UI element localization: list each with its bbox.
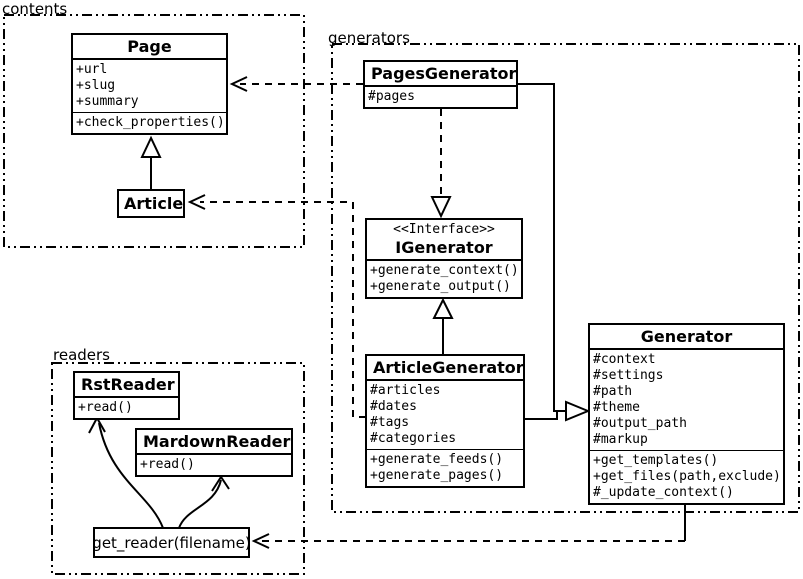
class-page-attributes: +url +slug +summary: [73, 60, 226, 112]
class-article: Article: [117, 189, 185, 218]
inheritance-articlegenerator-to-igenerator: [432, 297, 454, 355]
attribute: #categories: [370, 431, 457, 446]
attribute: +url: [76, 62, 108, 77]
class-articlegenerator: ArticleGenerator #articles #dates #tags …: [365, 354, 525, 488]
attribute: #pages: [368, 89, 415, 104]
class-mardownreader-title: MardownReader: [137, 430, 291, 455]
dependency-generator-to-getreader: [251, 503, 686, 549]
class-generator-title: Generator: [590, 325, 783, 350]
attribute: #settings: [593, 368, 664, 383]
package-contents-border: [3, 14, 305, 248]
realization-pagesgenerator-to-igenerator: [430, 109, 452, 219]
attribute: #dates: [370, 399, 417, 414]
method: #_update_context(): [593, 485, 734, 500]
class-page-title: Page: [73, 35, 226, 60]
class-rstreader-methods: +read(): [75, 398, 178, 418]
dependency-pagesgenerator-to-page: [229, 76, 363, 92]
class-igenerator-title: <<Interface>> IGenerator: [367, 220, 521, 261]
class-generator: Generator #context #settings #path #them…: [588, 323, 785, 505]
attribute: +slug: [76, 78, 116, 93]
method: +generate_output(): [370, 279, 511, 294]
class-igenerator-methods: +generate_context() +generate_output(): [367, 261, 521, 297]
class-igenerator-stereotype: <<Interface>>: [393, 222, 495, 237]
class-rstreader-title: RstReader: [75, 373, 178, 398]
inheritance-generators-to-generator: [518, 83, 591, 422]
package-generators-label: generators: [328, 29, 410, 47]
inheritance-article-to-page: [140, 135, 162, 190]
class-page-methods: +check_properties(): [73, 112, 226, 133]
package-contents-label: contents: [2, 0, 68, 18]
arrow-getreader-to-mardownreader: [178, 475, 230, 529]
attribute: #output_path: [593, 416, 687, 431]
class-pagesgenerator-attributes: #pages: [365, 87, 516, 107]
method: +check_properties(): [76, 115, 225, 130]
class-articlegenerator-attributes: #articles #dates #tags #categories: [367, 381, 523, 449]
method: +read(): [78, 400, 133, 415]
class-page: Page +url +slug +summary +check_properti…: [71, 33, 228, 135]
class-articlegenerator-title: ArticleGenerator: [367, 356, 524, 381]
attribute: #articles: [370, 383, 441, 398]
class-article-title: Article: [124, 194, 184, 213]
package-readers-label: readers: [53, 346, 110, 364]
class-pagesgenerator: PagesGenerator #pages: [363, 60, 518, 109]
class-igenerator-name: IGenerator: [395, 238, 493, 257]
attribute: #path: [593, 384, 633, 399]
class-igenerator: <<Interface>> IGenerator +generate_conte…: [365, 218, 523, 299]
class-mardownreader: MardownReader +read(): [135, 428, 293, 477]
attribute: #theme: [593, 400, 640, 415]
class-rstreader: RstReader +read(): [73, 371, 180, 420]
method: +read(): [140, 457, 195, 472]
method: +get_templates(): [593, 453, 719, 468]
attribute: +summary: [76, 94, 139, 109]
class-generator-attributes: #context #settings #path #theme #output_…: [590, 350, 783, 450]
class-generator-methods: +get_templates() +get_files(path,exclude…: [590, 450, 783, 503]
attribute: #markup: [593, 432, 648, 447]
method: +get_files(path,exclude): [593, 469, 781, 484]
function-get-reader: get_reader(filename): [92, 527, 251, 558]
class-pagesgenerator-title: PagesGenerator: [365, 62, 516, 87]
class-mardownreader-methods: +read(): [137, 455, 291, 475]
method: +generate_feeds(): [370, 452, 504, 467]
dependency-articlegenerator-to-article: [187, 194, 366, 418]
class-articlegenerator-methods: +generate_feeds() +generate_pages(): [367, 449, 523, 486]
attribute: #context: [593, 352, 656, 367]
package-readers-border: [51, 362, 305, 575]
attribute: #tags: [370, 415, 410, 430]
method: +generate_pages(): [370, 468, 504, 483]
method: +generate_context(): [370, 263, 519, 278]
